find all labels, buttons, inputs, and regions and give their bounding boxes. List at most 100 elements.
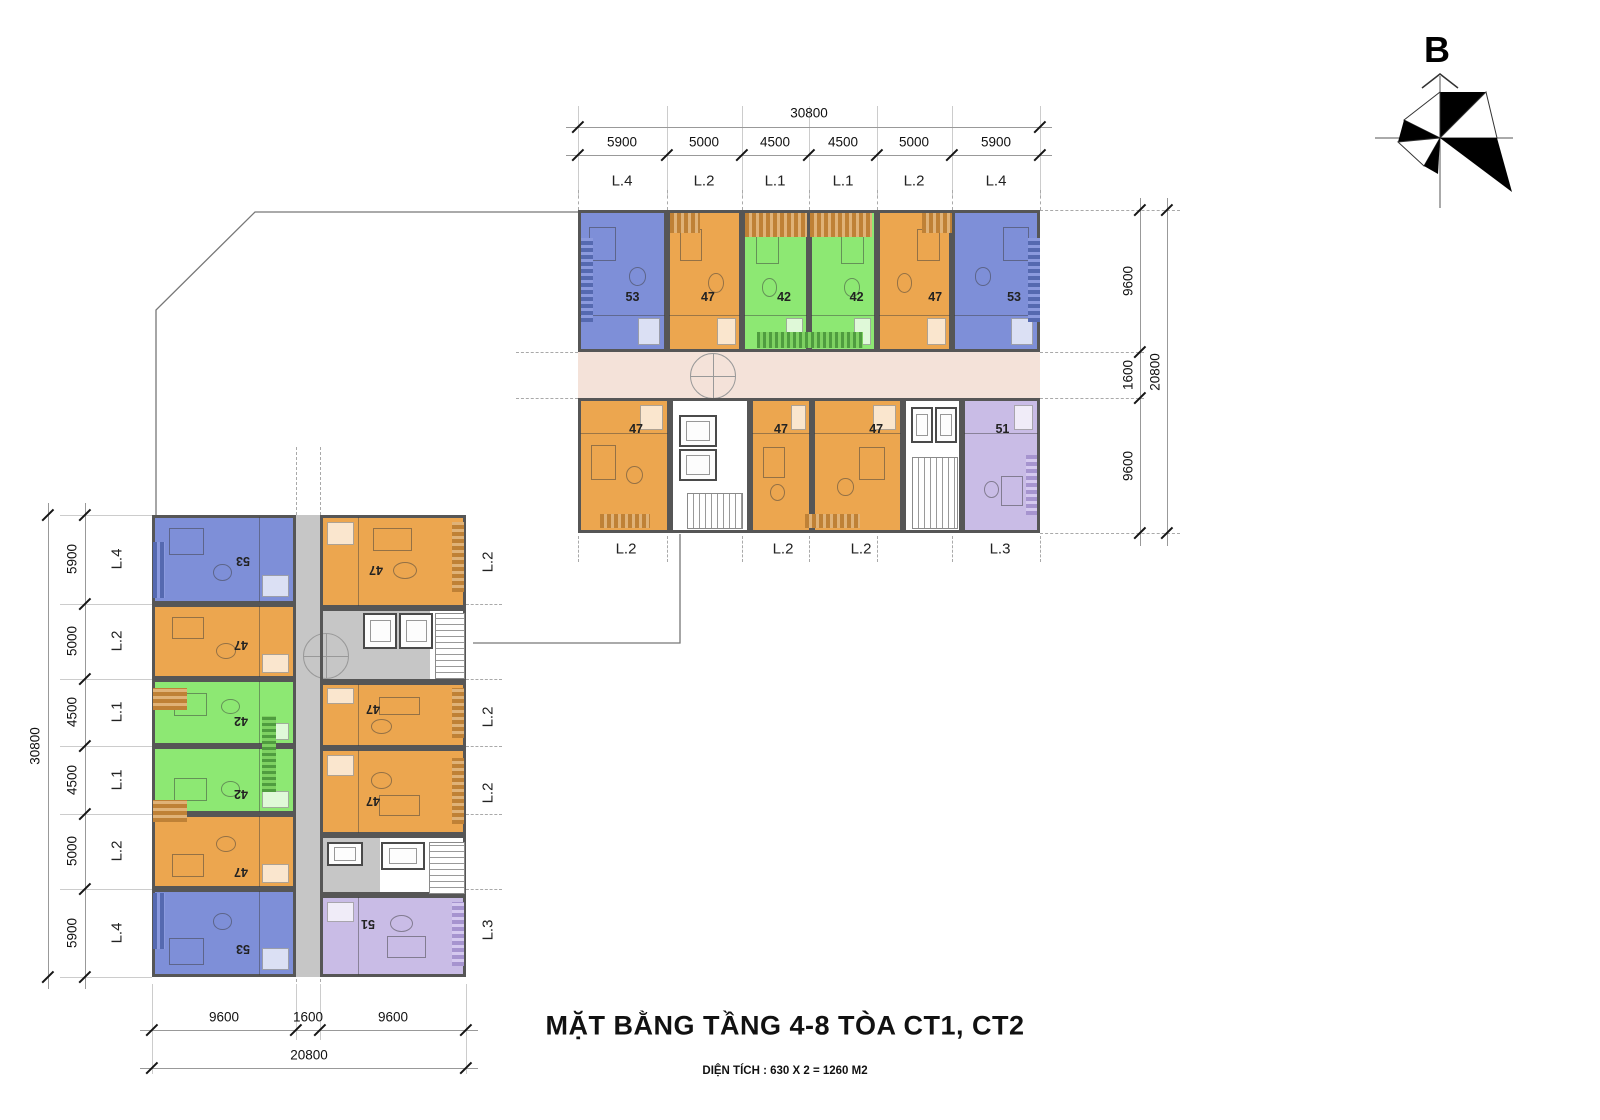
centerline	[952, 536, 953, 562]
extension-line	[952, 106, 953, 196]
centerline	[952, 190, 953, 210]
balcony-hatch	[153, 542, 165, 598]
centerline	[877, 536, 878, 562]
ct2-axis-symbol	[690, 353, 736, 399]
axis-label: L.2	[615, 540, 637, 558]
width-dim: 1600	[292, 1009, 324, 1025]
axis-label: L.3	[989, 540, 1011, 558]
ct2-unit-l2-orange: 47	[812, 398, 903, 533]
drawing-subtitle: DIỆN TÍCH : 630 X 2 = 1260 M2	[702, 1065, 868, 1077]
axis-label: L.2	[479, 551, 497, 573]
unit-area-label: 42	[233, 714, 248, 729]
compass-north-label: B	[1424, 29, 1450, 70]
axis-label: L.4	[108, 548, 126, 570]
balcony-hatch	[810, 213, 872, 237]
extension-line	[667, 106, 668, 196]
balcony-hatch	[581, 238, 593, 322]
dimension-line	[1167, 198, 1168, 546]
bay-dim: 5000	[64, 625, 80, 657]
centerline	[809, 190, 810, 210]
centerline	[667, 536, 668, 562]
unit-area-label: 42	[233, 786, 248, 801]
centerline	[320, 447, 321, 515]
bay-dim: 4500	[827, 134, 859, 150]
axis-label: L.1	[108, 701, 126, 723]
extension-line	[296, 984, 297, 1040]
bay-dim: 5900	[606, 134, 638, 150]
ct2-corridor	[578, 352, 1040, 398]
centerline	[1040, 536, 1041, 562]
extension-line	[60, 977, 152, 978]
extension-line	[60, 604, 152, 605]
axis-label: L.1	[108, 769, 126, 791]
centerline	[1040, 352, 1144, 353]
planter-hatch	[262, 716, 276, 792]
centerline	[1040, 190, 1041, 210]
ct2-unit-l2-orange: 47	[667, 210, 742, 352]
bay-dim: 5000	[898, 134, 930, 150]
width-dim: 9600	[208, 1009, 240, 1025]
unit-area-label: 47	[233, 865, 248, 880]
centerline	[809, 536, 810, 562]
centerline	[466, 889, 502, 890]
balcony-hatch	[922, 213, 952, 233]
unit-area-label: 47	[366, 794, 381, 809]
extension-line	[1040, 106, 1041, 196]
bay-dim: 5900	[64, 917, 80, 949]
drawing-title: MẶT BẰNG TẦNG 4-8 TÒA CT1, CT2	[545, 1010, 1025, 1041]
unit-area-label: 51	[995, 422, 1010, 437]
extension-line	[877, 106, 878, 196]
dimension-line	[48, 503, 49, 989]
centerline	[516, 398, 578, 399]
bay-dim: 4500	[64, 696, 80, 728]
ct1-corridor	[296, 515, 320, 977]
dimension-line	[1140, 198, 1141, 546]
extension-line	[60, 515, 152, 516]
axis-label: L.1	[764, 172, 786, 190]
axis-label: L.4	[108, 922, 126, 944]
bay-dim: 5900	[64, 543, 80, 575]
extension-line	[742, 106, 743, 196]
axis-label: L.2	[850, 540, 872, 558]
overall-depth-dim: 20800	[1147, 353, 1163, 391]
axis-label: L.1	[832, 172, 854, 190]
axis-label: L.2	[772, 540, 794, 558]
extension-line	[60, 679, 152, 680]
balcony-hatch	[805, 514, 860, 528]
ct1-unit-l4-blue: 53	[152, 889, 296, 977]
centerline	[466, 604, 502, 605]
unit-area-label: 53	[1007, 290, 1021, 305]
balcony-hatch	[1026, 455, 1037, 515]
balcony-hatch	[1028, 238, 1040, 322]
ct1-core-elevator-stair	[320, 835, 466, 895]
ct1-core-elevator-stair	[320, 608, 466, 682]
extension-line	[320, 984, 321, 1040]
unit-area-label: 47	[869, 422, 884, 437]
axis-label: L.3	[479, 919, 497, 941]
ct2-unit-l2-orange: 47	[578, 398, 670, 533]
centerline	[877, 190, 878, 210]
balcony-hatch	[153, 893, 165, 949]
balcony-hatch	[153, 688, 187, 710]
centerline	[1040, 210, 1180, 211]
unit-area-label: 42	[849, 290, 864, 305]
centerline	[466, 679, 502, 680]
unit-area-label: 47	[233, 637, 248, 652]
ct1-unit-l2-orange: 47	[320, 515, 466, 608]
centerline	[516, 352, 578, 353]
ct2-unit-l2-orange: 47	[877, 210, 952, 352]
planter-hatch	[757, 332, 863, 348]
axis-label: L.2	[693, 172, 715, 190]
depth-dim: 9600	[1120, 450, 1136, 482]
axis-label: L.2	[479, 706, 497, 728]
unit-area-label: 51	[360, 916, 375, 931]
axis-label: L.2	[479, 782, 497, 804]
balcony-hatch	[670, 213, 700, 233]
width-dim: 9600	[377, 1009, 409, 1025]
axis-label: L.4	[611, 172, 633, 190]
ct2-unit-l2-orange: 47	[750, 398, 812, 533]
extension-line	[60, 889, 152, 890]
extension-line	[809, 106, 810, 196]
centerline	[667, 190, 668, 210]
